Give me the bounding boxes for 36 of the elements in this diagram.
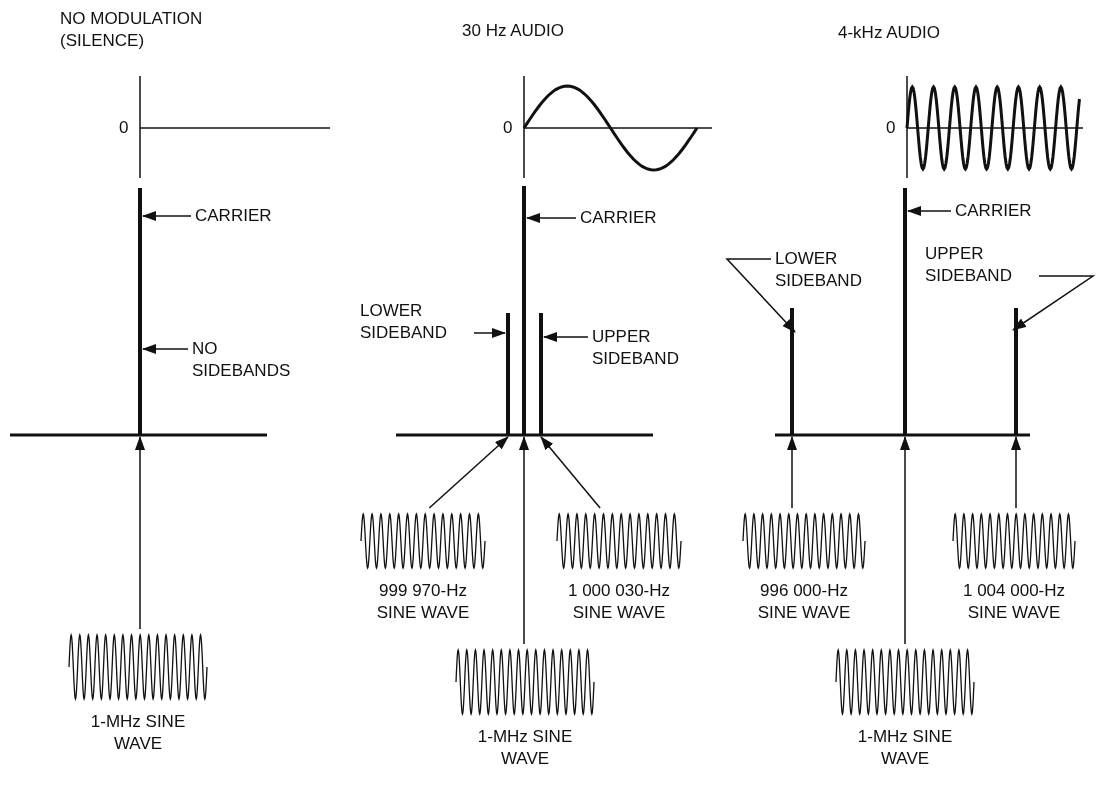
leader-line: [142, 211, 192, 221]
callout-label: UPPER SIDEBAND: [925, 243, 1035, 287]
arrow: [1011, 436, 1021, 509]
leader-line: [543, 332, 589, 342]
callout-label: CARRIER: [195, 205, 272, 227]
wave-caption: 999 970-Hz SINE WAVE: [375, 580, 471, 624]
axis-zero-label: 0: [119, 117, 129, 139]
panel-heading: NO MODULATION (SILENCE): [60, 8, 204, 52]
callout-label: LOWER SIDEBAND: [360, 300, 470, 344]
leader-line: [142, 344, 189, 354]
wave-caption: 996 000-Hz SINE WAVE: [756, 580, 852, 624]
arrow: [900, 436, 910, 645]
leader-line: [1012, 275, 1096, 331]
axis-zero-label: 0: [503, 117, 513, 139]
arrow: [540, 436, 601, 509]
arrow: [519, 436, 529, 645]
callout-label: CARRIER: [580, 207, 657, 229]
leader-line: [526, 213, 577, 223]
leader-line: [473, 328, 506, 338]
panel-heading: 4-kHz AUDIO: [838, 22, 941, 44]
wave-caption: 1-MHz SINE WAVE: [89, 711, 187, 755]
arrow: [787, 436, 797, 509]
callout-label: NO SIDEBANDS: [192, 338, 312, 382]
axis-zero-label: 0: [886, 117, 896, 139]
leader-line: [907, 206, 952, 216]
wave-caption: 1-MHz SINE WAVE: [856, 726, 954, 770]
wave-caption: 1 000 030-Hz SINE WAVE: [566, 580, 672, 624]
callout-label: LOWER SIDEBAND: [775, 248, 885, 292]
leader-line: [725, 258, 796, 333]
wave-caption: 1 004 000-Hz SINE WAVE: [961, 580, 1067, 624]
callout-label: UPPER SIDEBAND: [592, 326, 702, 370]
arrow: [428, 436, 509, 509]
wave-caption: 1-MHz SINE WAVE: [476, 726, 574, 770]
panel-heading: 30 Hz AUDIO: [462, 20, 565, 42]
callout-label: CARRIER: [955, 200, 1032, 222]
arrow: [135, 436, 145, 630]
